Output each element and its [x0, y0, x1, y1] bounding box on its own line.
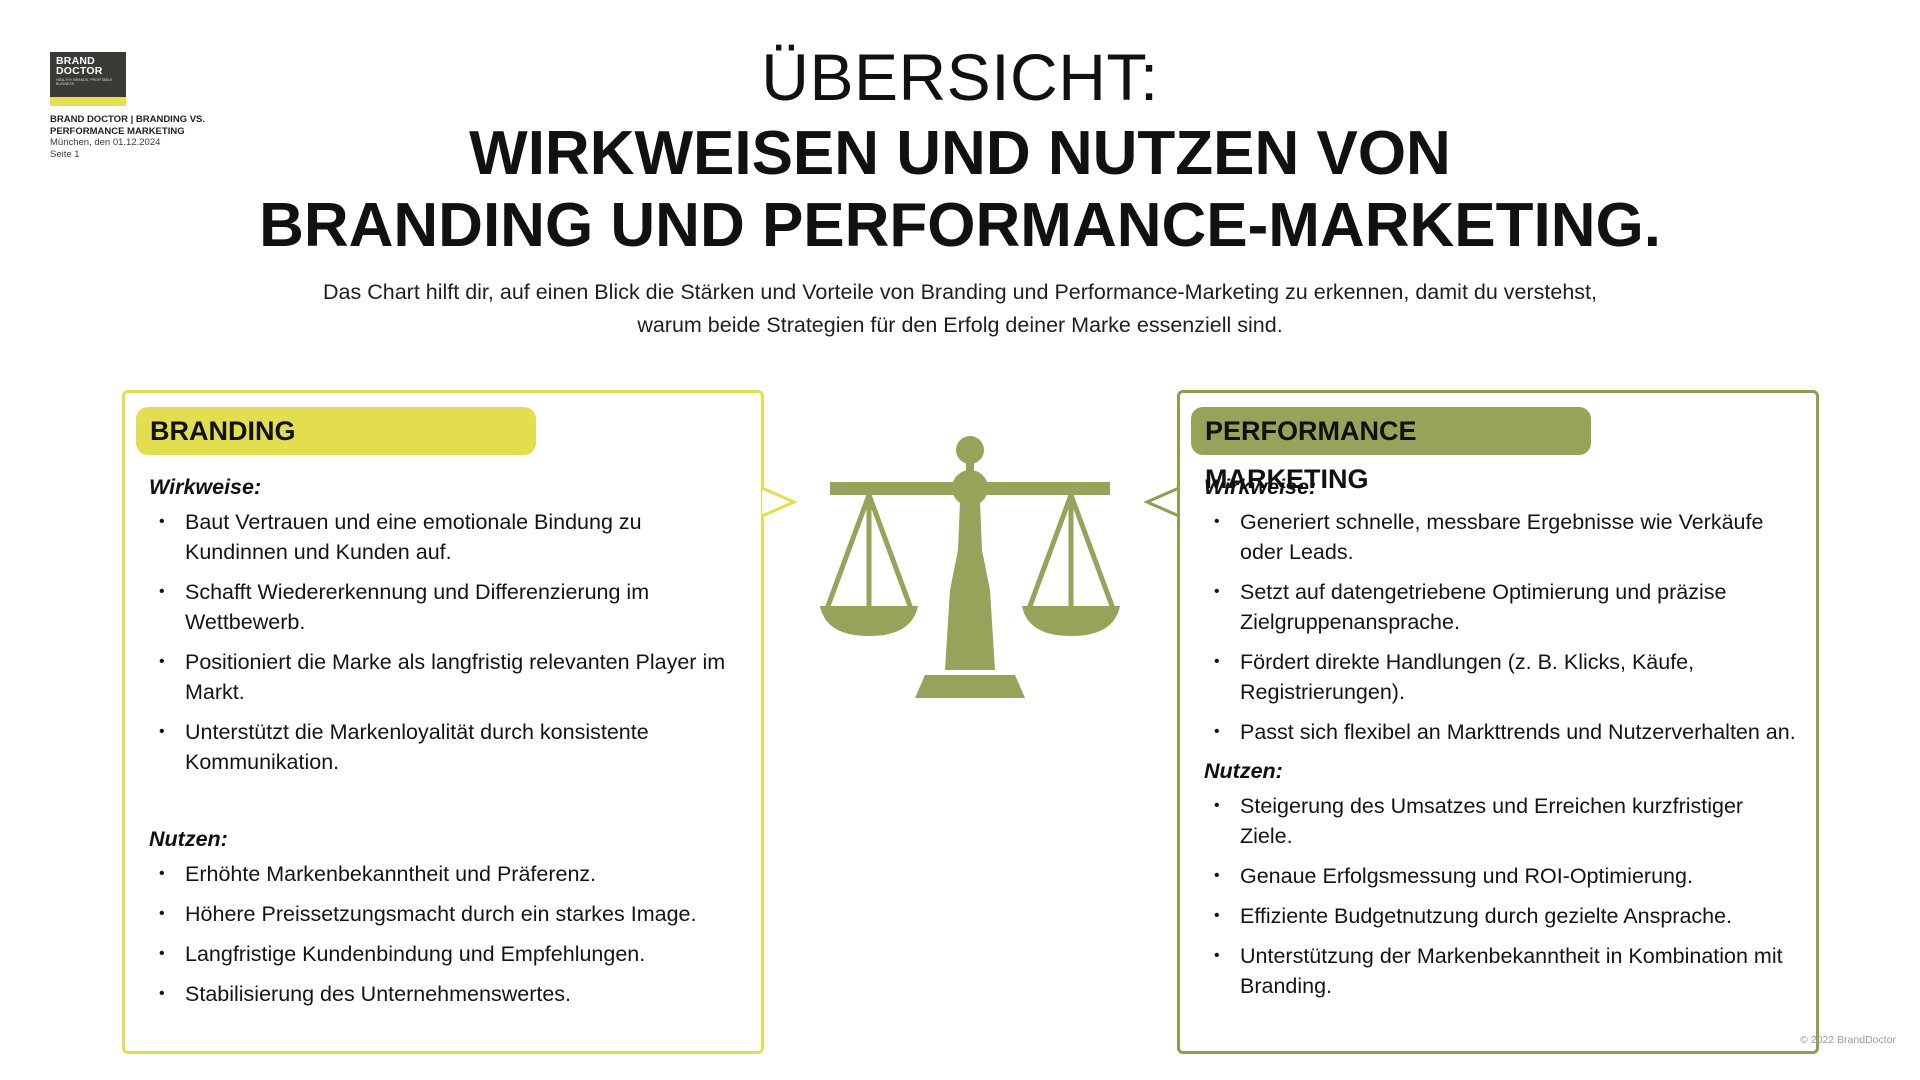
list-item: Genaue Erfolgsmessung und ROI-Optimierun… [1204, 861, 1796, 891]
branding-nutzen-list: Erhöhte Markenbekanntheit und Präferenz.… [149, 859, 741, 1009]
branding-panel: BRANDING Wirkweise: Baut Vertrauen und e… [122, 390, 764, 1054]
page-title: WIRKWEISEN UND NUTZEN VON BRANDING UND P… [0, 118, 1920, 262]
branding-panel-title: BRANDING [136, 407, 536, 455]
list-item: Langfristige Kundenbindung und Empfehlun… [149, 939, 741, 969]
logo-tagline: HEALTHY BRANDS, PROFITABLE BUSINESS [56, 78, 113, 86]
list-item: Generiert schnelle, messbare Ergebnisse … [1204, 507, 1796, 567]
list-item: Baut Vertrauen und eine emotionale Bindu… [149, 507, 741, 567]
brand-doctor-logo: BRAND DOCTOR HEALTHY BRANDS, PROFITABLE … [50, 52, 126, 106]
intro-line1: Das Chart hilft dir, auf einen Blick die… [323, 280, 1597, 304]
performance-wirkweise-label: Wirkweise: [1204, 475, 1317, 499]
list-item: Positioniert die Marke als langfristig r… [149, 647, 741, 707]
copyright-footer: © 2022 BrandDoctor [1800, 1034, 1896, 1046]
branding-panel-body: Wirkweise: Baut Vertrauen und eine emoti… [149, 473, 741, 1019]
doc-title-line1: BRAND DOCTOR | BRANDING VS. [50, 114, 206, 125]
logo-accent-bar [50, 97, 126, 106]
document-meta: BRAND DOCTOR HEALTHY BRANDS, PROFITABLE … [50, 52, 270, 160]
performance-wirkweise-list: Generiert schnelle, messbare Ergebnisse … [1204, 507, 1796, 747]
performance-panel-body: Wirkweise: Generiert schnelle, messbare … [1204, 473, 1796, 1011]
list-item: Unterstützt die Markenloyalität durch ko… [149, 717, 741, 777]
performance-panel-title: PERFORMANCE MARKETING [1191, 407, 1591, 494]
page-number: Seite 1 [50, 148, 80, 160]
list-item: Unterstützung der Markenbekanntheit in K… [1204, 941, 1796, 1001]
performance-nutzen-list: Steigerung des Umsatzes und Erreichen ku… [1204, 791, 1796, 1001]
branding-nutzen-label: Nutzen: [149, 827, 228, 851]
list-item: Setzt auf datengetriebene Optimierung un… [1204, 577, 1796, 637]
list-item: Effiziente Budgetnutzung durch gezielte … [1204, 901, 1796, 931]
performance-marketing-panel: PERFORMANCE MARKETING Wirkweise: Generie… [1177, 390, 1819, 1054]
doc-title-line2: PERFORMANCE MARKETING [50, 125, 185, 137]
list-item: Erhöhte Markenbekanntheit und Präferenz. [149, 859, 741, 889]
list-item: Höhere Preissetzungsmacht durch ein star… [149, 899, 741, 929]
doc-date: München, den 01.12.2024 [50, 137, 161, 148]
list-item: Stabilisierung des Unternehmenswertes. [149, 979, 741, 1009]
intro-text: Das Chart hilft dir, auf einen Blick die… [260, 276, 1660, 342]
intro-line2: warum beide Strategien für den Erfolg de… [637, 313, 1283, 337]
scale-icon [820, 436, 1120, 698]
list-item: Passt sich flexibel an Markttrends und N… [1204, 717, 1796, 747]
branding-wirkweise-label: Wirkweise: [149, 475, 262, 499]
branding-wirkweise-list: Baut Vertrauen und eine emotionale Bindu… [149, 507, 741, 777]
page-title-line1: WIRKWEISEN UND NUTZEN VON [469, 119, 1451, 188]
page-overline: ÜBERSICHT: [761, 40, 1159, 114]
performance-nutzen-label: Nutzen: [1204, 759, 1283, 783]
branding-pointer [762, 486, 798, 518]
list-item: Schafft Wiedererkennung und Differenzier… [149, 577, 741, 637]
logo-text-line1: BRAND [56, 55, 95, 67]
page-title-line2: BRANDING UND PERFORMANCE-MARKETING. [259, 191, 1661, 260]
logo-text-line2: DOCTOR [56, 65, 103, 77]
list-item: Fördert direkte Handlungen (z. B. Klicks… [1204, 647, 1796, 707]
list-item: Steigerung des Umsatzes und Erreichen ku… [1204, 791, 1796, 851]
performance-pointer [1143, 486, 1179, 518]
